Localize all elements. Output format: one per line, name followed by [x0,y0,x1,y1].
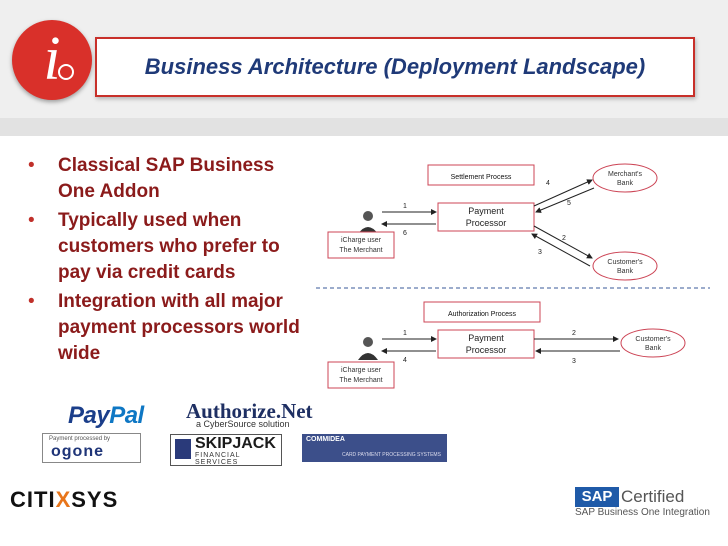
merchant-bank-node [592,163,658,193]
settlement-merchant-box [327,231,395,259]
step-number: 3 [572,358,576,365]
commidea-subtitle: CARD PAYMENT PROCESSING SYSTEMS [342,452,441,458]
bullet-item: • Integration with all major payment pro… [28,289,308,367]
citi-x-text: X [55,487,72,512]
arrow-processor-to-customer-bank [533,225,593,259]
bullet-dot-icon: • [28,210,35,231]
settlement-title: Settlement Process [451,174,512,181]
customer-bank-line2: Bank [617,268,633,275]
paypal-text-a: Pay [68,402,110,429]
arrow-customer-bank-to-processor [531,233,591,267]
settlement-processor-line1: Payment [468,206,504,216]
title-box: Business Architecture (Deployment Landsc… [95,37,695,97]
ogone-small-text: Payment processed by [49,436,111,442]
bullet-item: • Typically used when customers who pref… [28,208,308,286]
settlement-merchant-line2: The Merchant [339,247,382,254]
bullet-text: Classical SAP Business One Addon [58,155,275,202]
step-number: 2 [562,235,566,242]
merchant-bank-line1: Merchant's [608,171,643,178]
ogone-text: ogone [51,443,104,460]
commidea-logo: COMMIDEA CARD PAYMENT PROCESSING SYSTEMS [302,434,447,462]
authorization-merchant-line1: iCharge user [341,367,382,374]
architecture-diagram: Settlement Process Payment Processor Mer… [316,163,710,389]
sap-integration-text: SAP Business One Integration [575,507,710,518]
skipjack-logo: SKIPJACK FINANCIAL SERVICES [170,434,282,466]
arrow-merchant-bank-to-processor [535,187,595,213]
skipjack-subtitle: FINANCIAL SERVICES [195,452,241,466]
step-number: 2 [572,330,576,337]
auth-customer-bank-line1: Customer's [635,336,671,343]
auth-customer-bank-line2: Bank [645,345,661,352]
authorize-net-subtitle: a CyberSource solution [196,419,290,429]
customer-bank-node [592,251,658,281]
logo-letter: i [43,25,61,93]
sap-certified-text: Certified [621,487,685,506]
skipjack-text: SKIPJACK [195,435,276,452]
settlement-merchant-line1: iCharge user [341,237,382,244]
paypal-logo: PayPal [68,402,144,430]
commidea-text: COMMIDEA [306,436,345,443]
citi-sys-text: SYS [71,487,119,512]
bullet-list: • Classical SAP Business One Addon • Typ… [28,153,308,370]
header-stripe [0,118,728,136]
sap-logo: SAP [575,487,619,507]
step-number: 6 [403,230,407,237]
auth-merchant-person-icon [358,337,378,360]
step-number: 1 [403,203,407,210]
merchant-bank-line2: Bank [617,180,633,187]
bullet-dot-icon: • [28,155,35,176]
authorization-merchant-box [327,361,395,389]
skipjack-mark-icon [175,439,191,459]
authorization-merchant-line2: The Merchant [339,377,382,384]
slide-title: Business Architecture (Deployment Landsc… [144,54,646,79]
bullet-dot-icon: • [28,291,35,312]
authorization-processor-box [437,329,535,359]
paypal-text-b: Pal [109,402,144,429]
authorization-title: Authorization Process [448,311,517,318]
settlement-title-box [427,164,535,186]
authorize-net-logo: Authorize.Net [186,399,313,423]
i-logo-icon: i [12,20,92,100]
auth-customer-bank-node [620,328,686,358]
citixsys-logo: CITIXSYS [10,487,118,513]
settlement-processor-line2: Processor [466,218,507,228]
logo-ring [58,64,74,80]
step-number: 4 [403,357,407,364]
bullet-text: Typically used when customers who prefer… [58,210,280,283]
step-number: 4 [546,180,550,187]
citi-text: CITI [10,487,56,512]
merchant-person-icon [358,211,378,234]
bullet-item: • Classical SAP Business One Addon [28,153,308,205]
ogone-logo: Payment processed by ogone [42,433,141,463]
step-number: 3 [538,249,542,256]
bullet-text: Integration with all major payment proce… [58,291,300,364]
arrow-processor-to-merchant-bank [533,179,593,207]
customer-bank-line1: Customer's [607,259,643,266]
authorization-processor-line1: Payment [468,333,504,343]
step-number: 5 [567,200,571,207]
step-number: 1 [403,330,407,337]
authorization-title-box [423,301,541,323]
settlement-processor-box [437,202,535,232]
authorization-processor-line2: Processor [466,345,507,355]
